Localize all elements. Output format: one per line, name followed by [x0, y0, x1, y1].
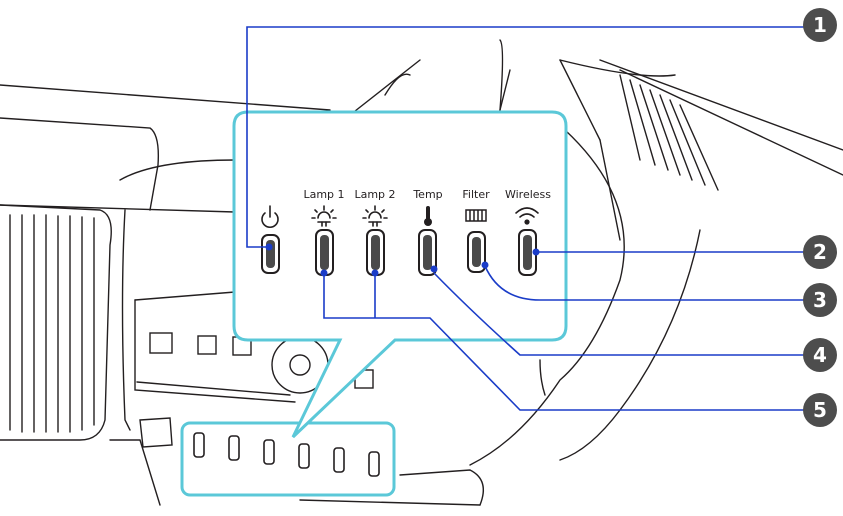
leader-4 — [433, 272, 812, 356]
callout-2: 2 — [803, 235, 837, 269]
filter-label: Filter — [462, 188, 490, 201]
callout-5: 5 — [803, 393, 837, 427]
leader-5 — [323, 273, 812, 411]
lamp-sun-icon — [362, 205, 388, 227]
filter-led — [467, 231, 486, 273]
lamp1-label: Lamp 1 — [303, 188, 344, 201]
svg-text:1: 1 — [813, 13, 827, 37]
svg-text:5: 5 — [813, 398, 827, 422]
strip-slots — [193, 432, 380, 477]
leader-3 — [484, 265, 812, 301]
lamp2-led — [366, 229, 385, 276]
svg-text:3: 3 — [813, 288, 827, 312]
callout-4: 4 — [803, 338, 837, 372]
svg-text:4: 4 — [813, 343, 827, 367]
thermometer-icon — [424, 206, 432, 226]
callout-1: 1 — [803, 8, 837, 42]
callouts: 1 2 3 4 5 — [803, 8, 837, 427]
filter-icon — [465, 209, 487, 222]
wireless-led — [518, 229, 537, 276]
power-icon — [261, 205, 279, 228]
wireless-label: Wireless — [505, 188, 551, 201]
leader-lines — [246, 26, 812, 411]
svg-text:2: 2 — [813, 240, 827, 264]
leader-dots — [265, 243, 540, 277]
projector-body-outline — [0, 39, 843, 506]
zoom-panel — [232, 110, 568, 439]
leader-1 — [246, 26, 812, 248]
lamp-sun-icon — [311, 205, 337, 227]
indicator-strip — [180, 421, 396, 497]
power-led — [261, 234, 280, 274]
temp-led — [418, 229, 437, 276]
wireless-icon — [515, 207, 539, 225]
indicator-leds — [261, 229, 537, 276]
temp-label: Temp — [412, 188, 442, 201]
lamp1-led — [315, 229, 334, 276]
lamp2-label: Lamp 2 — [354, 188, 395, 201]
callout-3: 3 — [803, 283, 837, 317]
